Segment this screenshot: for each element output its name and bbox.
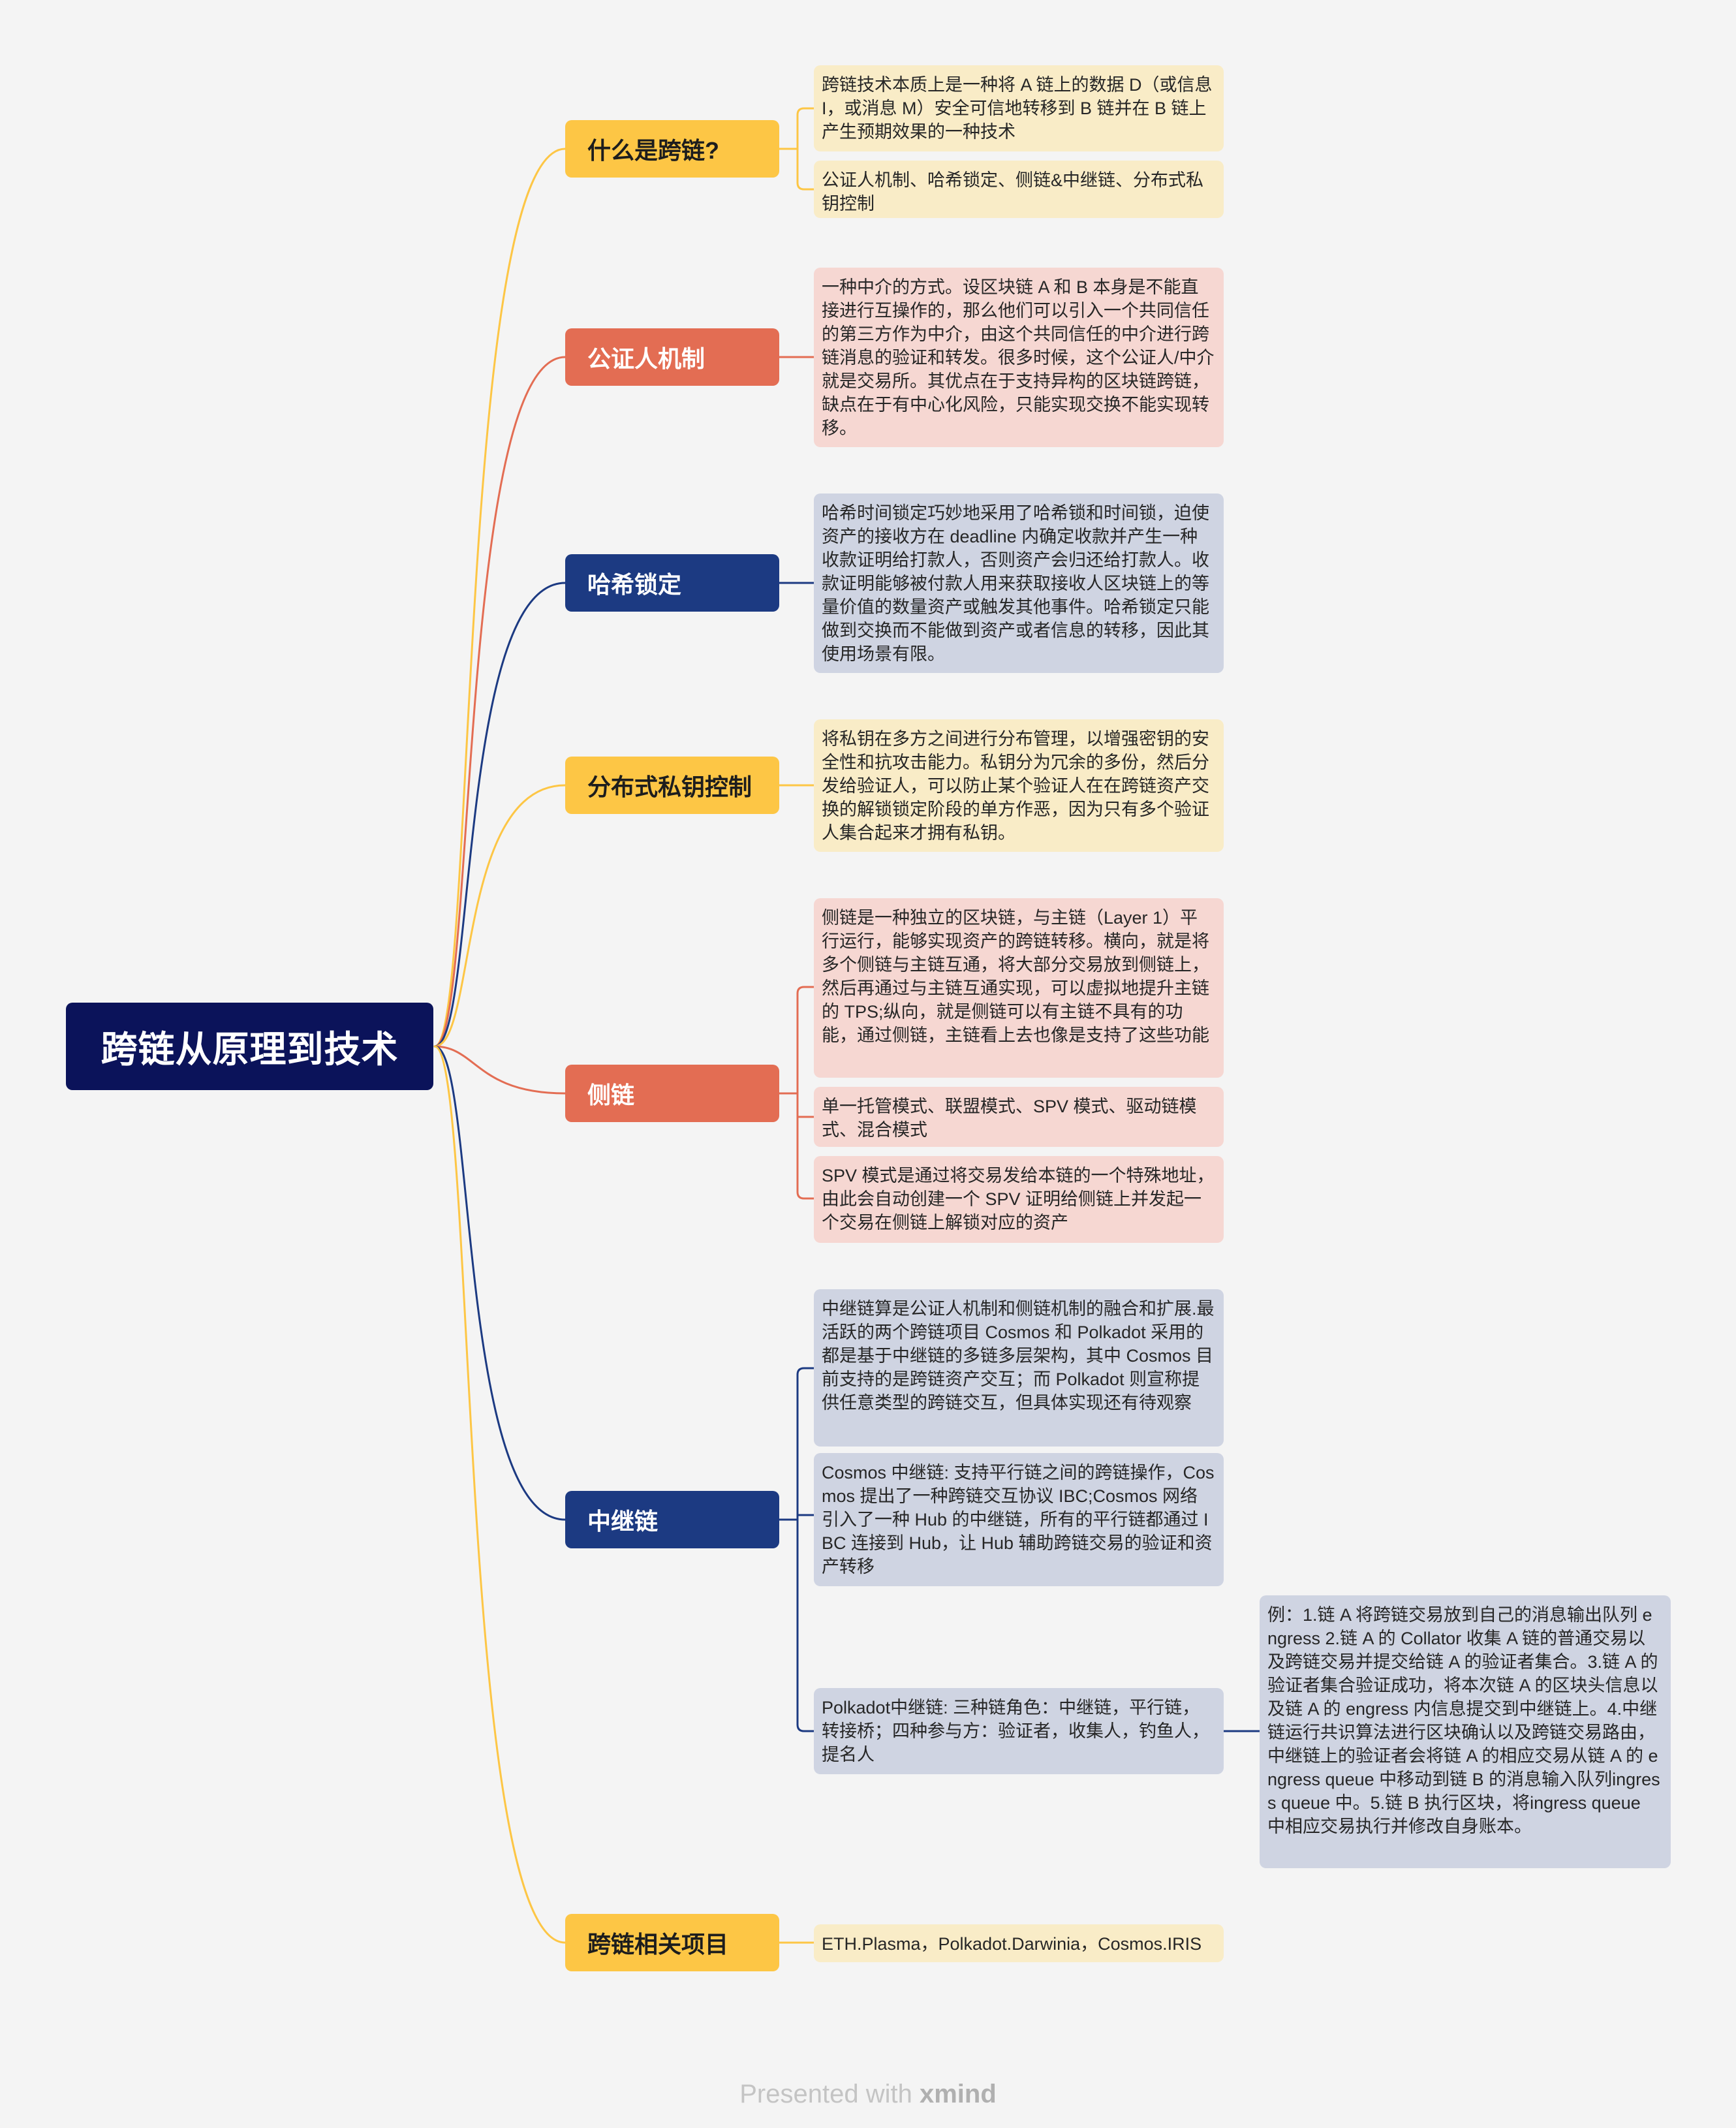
root-topic[interactable]: 跨链从原理到技术 (66, 1003, 433, 1090)
connector-root-topic-6 (433, 1045, 566, 1521)
note-cross-chain-definition[interactable]: 跨链技术本质上是一种将 A 链上的数据 D（或信息 I，或消息 M）安全可信地转… (814, 65, 1224, 151)
note-sidechain-definition[interactable]: 侧链是一种独立的区块链，与主链（Layer 1）平行运行，能够实现资产的跨链转移… (814, 898, 1224, 1078)
note-polkadot-example[interactable]: 例：1.链 A 将跨链交易放到自己的消息输出队列 engress 2.链 A 的… (1260, 1595, 1671, 1868)
connector-root-topic-3 (433, 582, 566, 1048)
note-distributed-key-control[interactable]: 将私钥在多方之间进行分布管理，以增强密钥的安全性和抗攻击能力。私钥分为冗余的多份… (814, 719, 1224, 852)
note-cosmos-relay[interactable]: Cosmos 中继链: 支持平行链之间的跨链操作，Cosmos 提出了一种跨链交… (814, 1453, 1224, 1586)
bracket-topic-6 (778, 1367, 815, 1732)
topic-distributed-key-control[interactable]: 分布式私钥控制 (565, 757, 779, 814)
note-relay-chain-definition[interactable]: 中继链算是公证人机制和侧链机制的融合和扩展.最活跃的两个跨链项目 Cosmos … (814, 1289, 1224, 1447)
topic-what-is-cross-chain[interactable]: 什么是跨链? (565, 120, 779, 178)
note-cross-chain-methods[interactable]: 公证人机制、哈希锁定、侧链&中继链、分布式私钥控制 (814, 161, 1224, 218)
connector-root-topic-1 (433, 148, 566, 1048)
connector-root-topic-2 (433, 356, 566, 1048)
note-related-projects[interactable]: ETH.Plasma，Polkadot.Darwinia，Cosmos.IRIS (814, 1924, 1224, 1962)
note-polkadot-relay[interactable]: Polkadot中继链: 三种链角色：中继链，平行链，转接桥；四种参与方：验证者… (814, 1688, 1224, 1774)
note-spv-mode[interactable]: SPV 模式是通过将交易发给本链的一个特殊地址，由此会自动创建一个 SPV 证明… (814, 1156, 1224, 1243)
xmind-logo: xmind (919, 2080, 997, 2108)
topic-hash-lock[interactable]: 哈希锁定 (565, 554, 779, 612)
note-hash-lock[interactable]: 哈希时间锁定巧妙地采用了哈希锁和时间锁，迫使资产的接收方在 deadline 内… (814, 493, 1224, 673)
connector-root-topic-4 (433, 784, 566, 1048)
footer-prefix: Presented with (739, 2080, 912, 2108)
connector-root-topic-5 (433, 1045, 566, 1095)
topic-relay-chain[interactable]: 中继链 (565, 1491, 779, 1548)
topic-sidechain[interactable]: 侧链 (565, 1065, 779, 1122)
note-notary-mechanism[interactable]: 一种中介的方式。设区块链 A 和 B 本身是不能直接进行互操作的，那么他们可以引… (814, 268, 1224, 447)
note-sidechain-modes[interactable]: 单一托管模式、联盟模式、SPV 模式、驱动链模式、混合模式 (814, 1087, 1224, 1147)
bracket-topic-1 (778, 107, 815, 191)
topic-related-projects[interactable]: 跨链相关项目 (565, 1914, 779, 1971)
topic-notary-mechanism[interactable]: 公证人机制 (565, 328, 779, 386)
footer-credit: Presented with xmind (0, 2080, 1736, 2109)
connector-root-topic-7 (433, 1045, 566, 1944)
bracket-topic-5 (778, 986, 815, 1200)
